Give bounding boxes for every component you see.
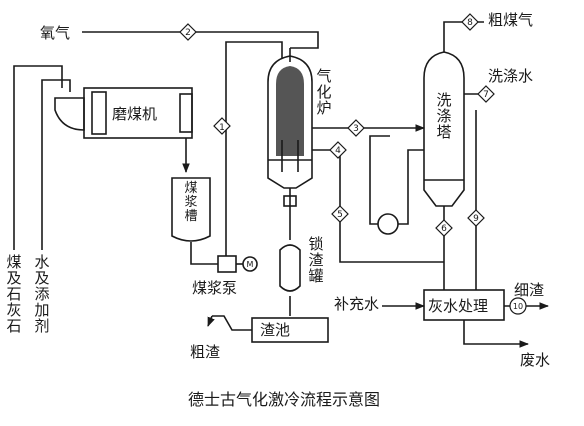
water-additive-label: 水及添加剂 bbox=[34, 253, 50, 335]
coal-limestone-label: 煤及石灰石 bbox=[6, 253, 22, 335]
stream-6: 6 bbox=[441, 224, 447, 234]
stream-2: 2 bbox=[185, 28, 191, 38]
stream-1-marker bbox=[213, 117, 231, 135]
lock-hopper-label: 锁渣罐 bbox=[308, 235, 324, 285]
stream-7: 7 bbox=[483, 90, 489, 100]
stream-1: 1 bbox=[219, 123, 225, 133]
stream-10: 10 bbox=[513, 302, 523, 311]
scrubber-shell bbox=[423, 51, 465, 207]
waste-water-label: 废水 bbox=[520, 351, 551, 369]
slurry-pump-label: 煤浆泵 bbox=[192, 279, 238, 297]
raw-gas-label: 粗煤气 bbox=[488, 11, 534, 29]
stream-5-marker bbox=[331, 205, 349, 223]
pump-motor-label: M bbox=[247, 260, 254, 269]
stream-3: 3 bbox=[353, 124, 359, 134]
stream-8: 8 bbox=[467, 18, 473, 28]
stream-9-marker bbox=[467, 209, 485, 227]
mill-label: 磨煤机 bbox=[112, 105, 158, 123]
water-feed-line bbox=[41, 79, 71, 250]
stream-5: 5 bbox=[337, 210, 343, 220]
slag-pool-label: 渣池 bbox=[260, 321, 291, 339]
stream-4: 4 bbox=[335, 146, 341, 156]
coarse-slag-label: 粗渣 bbox=[190, 343, 221, 361]
gasifier-shell bbox=[267, 55, 313, 189]
slurry-pump-box bbox=[217, 255, 237, 273]
lock-hopper-shell bbox=[279, 244, 301, 292]
oxygen-label: 氧气 bbox=[40, 24, 71, 42]
coal-feed-line bbox=[13, 65, 63, 250]
stream-6-marker bbox=[435, 219, 453, 237]
grey-water-label: 灰水处理 bbox=[428, 297, 489, 315]
gasifier-label: 气化炉 bbox=[316, 67, 332, 117]
scrubber-label: 洗涤塔 bbox=[436, 91, 452, 141]
oxygen-line bbox=[82, 31, 319, 49]
stream-7-marker bbox=[477, 85, 495, 103]
mill-hopper bbox=[54, 97, 85, 131]
makeup-water-label: 补充水 bbox=[334, 295, 380, 313]
slurry-tank bbox=[171, 177, 211, 242]
fine-slag-label: 细渣 bbox=[514, 281, 545, 299]
stream-8-marker bbox=[461, 13, 479, 31]
stream-3-marker bbox=[347, 119, 365, 137]
stream-9: 9 bbox=[473, 214, 479, 224]
slurry-tank-label: 煤浆槽 bbox=[184, 181, 198, 224]
wash-water-label: 洗涤水 bbox=[488, 67, 534, 85]
stream-10-marker bbox=[509, 297, 527, 315]
stream-4-marker bbox=[329, 141, 347, 159]
diagram-title: 德士古气化激冷流程示意图 bbox=[188, 390, 381, 409]
stream-2-marker bbox=[179, 23, 197, 41]
stream-markers bbox=[179, 13, 527, 315]
